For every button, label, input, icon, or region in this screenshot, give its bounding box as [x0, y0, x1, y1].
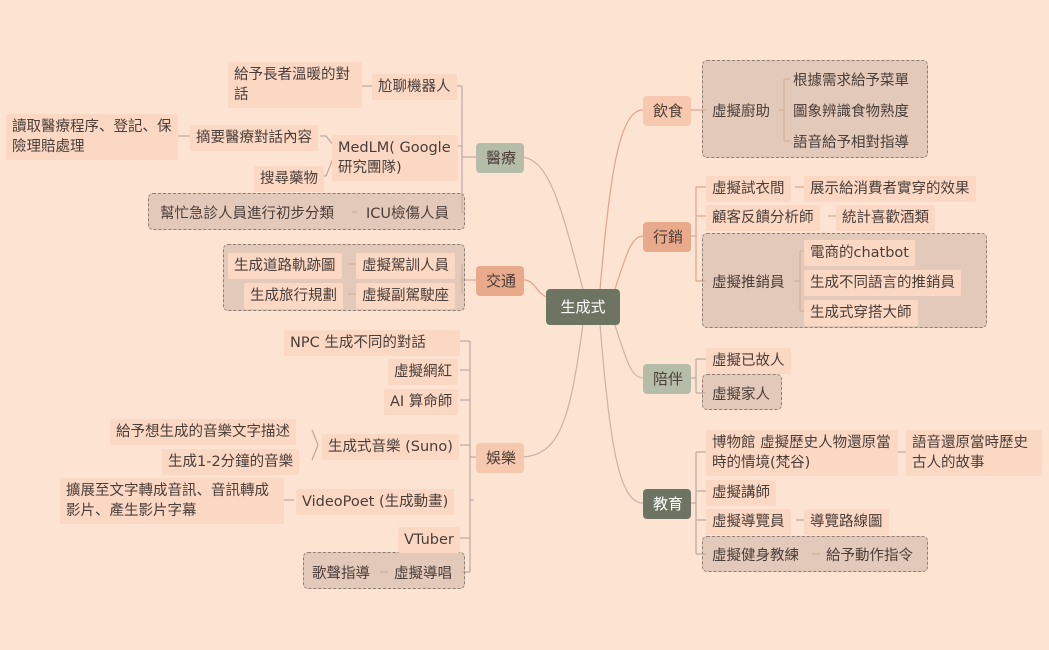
node-medlm[interactable]: MedLM( Google研究團隊) [332, 135, 458, 181]
node-triage[interactable]: 幫忙急診人員進行初步分類 [160, 206, 334, 222]
node-chef-menu[interactable]: 根據需求給予菜單 [793, 73, 909, 89]
node-sales-language[interactable]: 生成不同語言的推銷員 [804, 270, 961, 296]
node-summary[interactable]: 摘要醫療對話內容 [190, 125, 318, 151]
node-videopoet-desc[interactable]: 擴展至文字轉成音訊、音訊轉成影片、產生影片字幕 [60, 478, 284, 524]
connector-root-marketing [611, 235, 644, 299]
group-box-guide [303, 552, 465, 589]
node-fitness[interactable]: 虛擬健身教練 [712, 548, 799, 564]
node-videopoet[interactable]: VideoPoet (生成動畫) [296, 489, 455, 515]
node-guide[interactable]: 虛擬導唱 [394, 566, 452, 582]
node-fortune[interactable]: AI 算命師 [384, 389, 459, 415]
node-fitting-desc[interactable]: 展示給消費者實穿的效果 [804, 176, 976, 202]
node-museum-desc[interactable]: 語音還原當時歷史古人的故事 [906, 430, 1042, 476]
connector-root-entertainment [521, 323, 584, 458]
node-trip[interactable]: 生成旅行規劃 [244, 283, 343, 309]
node-museum[interactable]: 博物館 虛擬歷史人物還原當時的情境(梵谷) [706, 430, 898, 476]
group-box-icu [148, 193, 465, 230]
node-tour[interactable]: 虛擬導覽員 [706, 509, 791, 535]
branch-medical[interactable]: 醫療 [476, 143, 524, 173]
branch-traffic[interactable]: 交通 [476, 266, 524, 296]
connector-root-education [599, 323, 644, 504]
branch-food[interactable]: 飲食 [643, 96, 691, 126]
node-vtuber[interactable]: VTuber [398, 527, 460, 553]
node-copilot[interactable]: 虛擬副駕駛座 [356, 283, 455, 309]
node-feedback[interactable]: 顧客反饋分析師 [706, 205, 820, 231]
node-admin[interactable]: 讀取醫療程序、登記、保險理賠處理 [6, 114, 178, 160]
node-chef-voice[interactable]: 語音給予相對指導 [793, 135, 909, 151]
node-suno-desc[interactable]: 給予想生成的音樂文字描述 [110, 419, 296, 445]
connector-root-companion [611, 315, 644, 379]
node-suno[interactable]: 生成式音樂 (Suno) [322, 434, 459, 460]
node-chatbot-desc[interactable]: 給予長者溫暖的對話 [228, 62, 362, 108]
node-feedback-desc[interactable]: 統計喜歡酒類 [836, 205, 935, 231]
node-family[interactable]: 虛擬家人 [712, 387, 770, 403]
node-lecturer[interactable]: 虛擬講師 [706, 480, 776, 506]
node-chef[interactable]: 虛擬廚助 [712, 104, 770, 120]
node-tour-desc[interactable]: 導覽路線圖 [804, 509, 889, 535]
connector-root-food [599, 109, 644, 291]
node-suno-length[interactable]: 生成1-2分鐘的音樂 [162, 449, 300, 475]
branch-companion[interactable]: 陪伴 [643, 364, 691, 394]
connector-root-medical [521, 156, 584, 291]
node-guide-desc[interactable]: 歌聲指導 [312, 566, 370, 582]
node-sales[interactable]: 虛擬推銷員 [712, 275, 785, 291]
node-icu[interactable]: ICU檢傷人員 [366, 206, 450, 222]
node-instructor[interactable]: 虛擬駕訓人員 [356, 253, 455, 279]
group-box-fitness [702, 536, 928, 572]
connector-root-traffic [523, 279, 549, 299]
node-chef-doneness[interactable]: 圖象辨識食物熟度 [793, 104, 909, 120]
node-deceased[interactable]: 虛擬已故人 [706, 348, 791, 374]
group-box-family [702, 374, 782, 410]
node-npc[interactable]: NPC 生成不同的對話 [284, 330, 460, 356]
branch-marketing[interactable]: 行銷 [643, 222, 691, 252]
node-sales-stylist[interactable]: 生成式穿搭大師 [804, 300, 918, 326]
node-track[interactable]: 生成道路軌跡圖 [228, 253, 342, 279]
node-influencer[interactable]: 虛擬網紅 [388, 359, 458, 385]
branch-education[interactable]: 教育 [643, 489, 691, 519]
node-drug[interactable]: 搜尋藥物 [254, 166, 324, 192]
node-fitness-desc[interactable]: 給予動作指令 [826, 548, 913, 564]
node-chatbot[interactable]: 尬聊機器人 [372, 74, 457, 100]
group-box-chef [702, 60, 928, 158]
node-fitting[interactable]: 虛擬試衣間 [706, 176, 791, 202]
root-node[interactable]: 生成式 [546, 289, 620, 325]
branch-entertainment[interactable]: 娛樂 [476, 443, 524, 473]
node-sales-chatbot[interactable]: 電商的chatbot [804, 240, 915, 266]
